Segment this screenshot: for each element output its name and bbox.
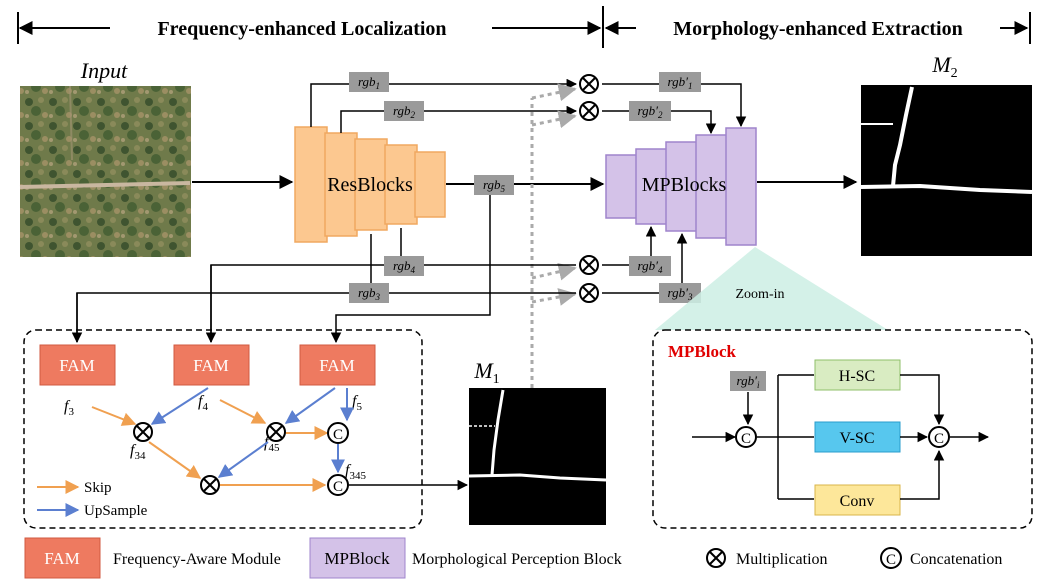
m1-label: M1: [473, 358, 499, 387]
conv-box: Conv: [814, 484, 901, 516]
mpblock-panel: [652, 329, 1033, 529]
multiplication-icon: [579, 101, 599, 121]
svg-text:rgb′4: rgb′4: [638, 258, 663, 275]
tag-rgbpi: rgb′i: [730, 371, 766, 391]
svg-text:C: C: [886, 552, 896, 568]
fam-box-1: FAM: [39, 344, 116, 386]
svg-text:rgb5: rgb5: [483, 177, 506, 194]
legend-upsample: UpSample: [84, 503, 148, 519]
concatenation-icon: C: [735, 426, 757, 448]
header-left-title: Frequency-enhanced Localization: [157, 18, 446, 40]
svg-text:rgb3: rgb3: [358, 285, 381, 302]
svg-text:FAM: FAM: [319, 356, 355, 375]
tag-rgb2: rgb2: [384, 101, 424, 121]
zoom-in-label: Zoom-in: [736, 287, 785, 302]
tag-rgb5: rgb5: [474, 175, 514, 195]
svg-text:V-SC: V-SC: [840, 430, 875, 447]
resblocks-label: ResBlocks: [327, 174, 413, 196]
fam-panel: [23, 329, 423, 529]
svg-text:H-SC: H-SC: [839, 368, 875, 385]
svg-text:C: C: [333, 427, 343, 443]
m2-output-mask: [860, 85, 1033, 256]
svg-text:rgb′1: rgb′1: [668, 74, 693, 91]
resblocks-stack: [294, 126, 446, 243]
tag-rgbp1: rgb′1: [659, 72, 701, 92]
concatenation-icon: C: [880, 547, 902, 569]
multiplication-icon: [579, 255, 599, 275]
svg-text:C: C: [741, 431, 751, 447]
tag-rgbp3: rgb′3: [659, 283, 701, 303]
multiplication-icon: [579, 74, 599, 94]
bottom-legend: FAM Frequency-Aware Module MPBlock Morph…: [24, 537, 1002, 579]
concatenation-icon: C: [928, 426, 950, 448]
label-f4: f4: [198, 393, 208, 413]
m2-label: M2: [931, 52, 957, 81]
legend-fam-text: Frequency-Aware Module: [113, 551, 281, 568]
svg-text:FAM: FAM: [193, 356, 229, 375]
svg-text:Conv: Conv: [840, 493, 875, 510]
tag-rgb3: rgb3: [349, 283, 389, 303]
svg-text:rgb′3: rgb′3: [668, 285, 693, 302]
header: Frequency-enhanced Localization Morpholo…: [17, 6, 1031, 48]
svg-text:rgb′2: rgb′2: [638, 103, 663, 120]
legend-mp-text: Morphological Perception Block: [412, 551, 622, 568]
mpblock-panel-title: MPBlock: [668, 342, 737, 361]
svg-text:C: C: [934, 431, 944, 447]
legend-mult-text: Multiplication: [736, 551, 828, 568]
mask-m1-feedback-dotted: [530, 83, 577, 388]
label-f3: f3: [64, 398, 74, 418]
tag-rgbp4: rgb′4: [629, 256, 671, 276]
header-right-title: Morphology-enhanced Extraction: [673, 18, 962, 40]
m1-output-mask: [468, 388, 607, 525]
svg-text:rgb2: rgb2: [393, 103, 416, 120]
svg-text:FAM: FAM: [44, 549, 80, 568]
zoom-in-wedge: [655, 247, 888, 330]
multiplication-icon: [200, 475, 220, 495]
skip-rgb1: [310, 78, 747, 128]
mpblocks-label: MPBlocks: [642, 174, 727, 196]
tag-rgb1: rgb1: [349, 72, 389, 92]
svg-text:MPBlock: MPBlock: [324, 549, 390, 568]
label-f345: f345: [345, 462, 366, 482]
multiplication-icon: [579, 283, 599, 303]
tag-rgbp2: rgb′2: [629, 101, 671, 121]
label-f5: f5: [352, 393, 362, 413]
svg-text:C: C: [333, 479, 343, 495]
vsc-box: V-SC: [814, 421, 901, 453]
fam-box-3: FAM: [299, 344, 376, 386]
multiplication-icon: [706, 548, 726, 568]
svg-text:rgb4: rgb4: [393, 258, 416, 275]
svg-text:rgb1: rgb1: [358, 74, 380, 91]
legend-skip: Skip: [84, 480, 112, 496]
concatenation-icon: C: [327, 474, 349, 496]
hsc-box: H-SC: [814, 359, 901, 391]
tag-rgb4: rgb4: [384, 256, 424, 276]
svg-text:rgb′i: rgb′i: [737, 373, 760, 390]
input-label: Input: [80, 58, 128, 83]
multiplication-icon: [133, 422, 153, 442]
svg-text:FAM: FAM: [59, 356, 95, 375]
fam-box-2: FAM: [173, 344, 250, 386]
mpblocks-stack: [605, 127, 757, 246]
concatenation-icon: C: [327, 422, 349, 444]
label-f34: f34: [130, 442, 146, 462]
multiplication-icon: [266, 422, 286, 442]
skip-rgb5: [330, 195, 491, 344]
input-satellite-image: [19, 85, 191, 257]
legend-concat-text: Concatenation: [910, 551, 1002, 568]
